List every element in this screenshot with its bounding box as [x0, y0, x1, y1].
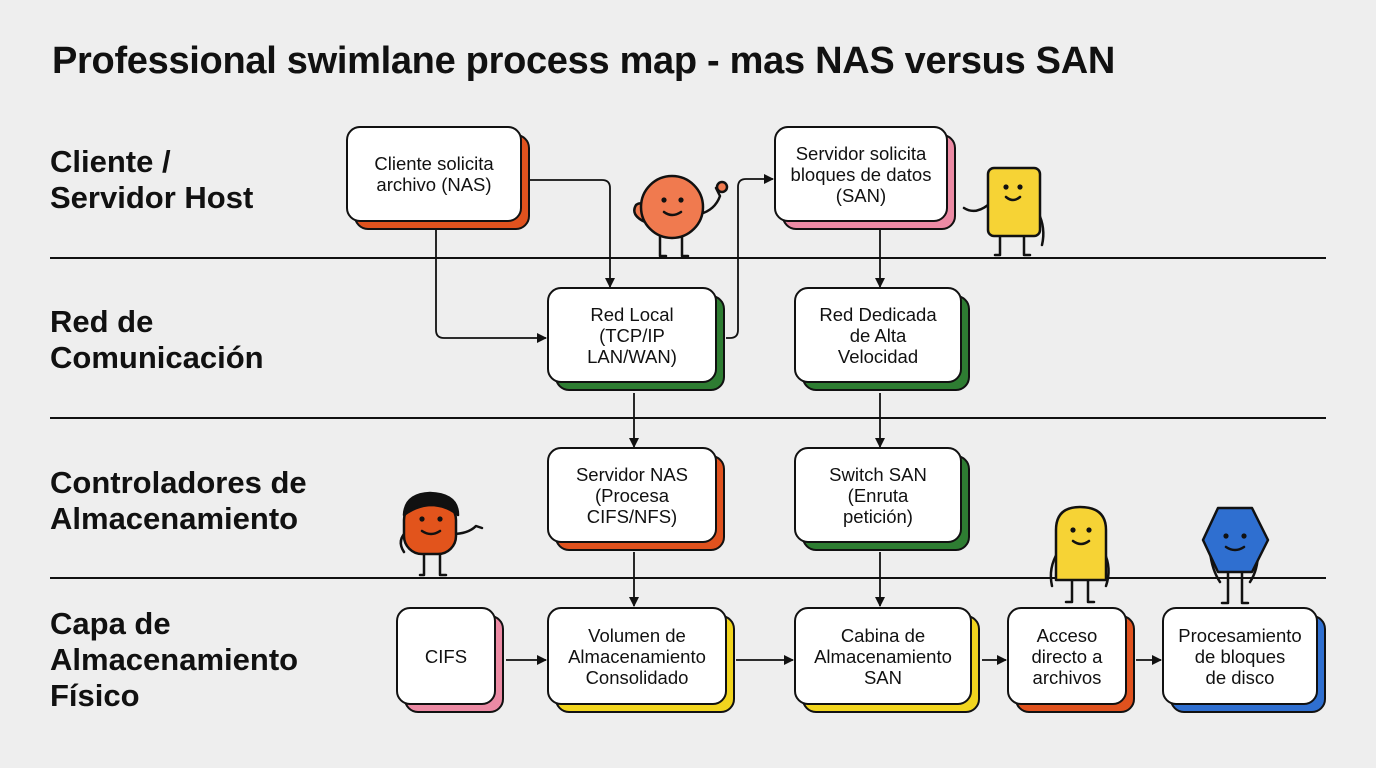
- orange-girl-mascot: [399, 491, 484, 577]
- orange-round-mascot: [633, 174, 729, 258]
- node-acceso-directo: Acceso directo a archivos: [1007, 607, 1135, 713]
- node-cliente-solicita: Cliente solicita archivo (NAS): [346, 126, 530, 230]
- node-red-dedicada: Red Dedicada de Alta Velocidad: [794, 287, 970, 391]
- node-cifs: CIFS: [396, 607, 504, 713]
- lane-label-capa: Capa de Almacenamiento Físico: [50, 606, 299, 713]
- lane-label-red: Red de Comunicación: [50, 304, 264, 375]
- lane-label-cliente: Cliente / Servidor Host: [50, 144, 254, 215]
- node-cabina-san: Cabina de Almacenamiento SAN: [794, 607, 980, 713]
- arrow-cliente-to-red-local-side: [435, 228, 547, 343]
- yellow-ghost-mascot: [1049, 505, 1110, 604]
- node-procesamiento: Procesamiento de bloques de disco: [1162, 607, 1326, 713]
- node-volumen: Volumen de Almacenamiento Consolidado: [547, 607, 735, 713]
- node-switch-san: Switch SAN (Enruta petición): [794, 447, 970, 551]
- lane-divider: [50, 577, 1326, 579]
- arrow-red-local-to-servidor-san: [726, 174, 774, 339]
- page-title: Professional swimlane process map - mas …: [52, 40, 1115, 82]
- lane-label-controladores: Controladores de Almacenamiento: [50, 465, 307, 536]
- yellow-square-mascot: [962, 166, 1045, 257]
- arrow-cliente-to-red-local: [530, 179, 615, 288]
- node-servidor-solicita: Servidor solicita bloques de datos (SAN): [774, 126, 956, 230]
- node-red-local: Red Local (TCP/IP LAN/WAN): [547, 287, 725, 391]
- blue-hexagon-mascot: [1201, 506, 1270, 605]
- node-servidor-nas: Servidor NAS (Procesa CIFS/NFS): [547, 447, 725, 551]
- lane-divider: [50, 257, 1326, 259]
- lane-divider: [50, 417, 1326, 419]
